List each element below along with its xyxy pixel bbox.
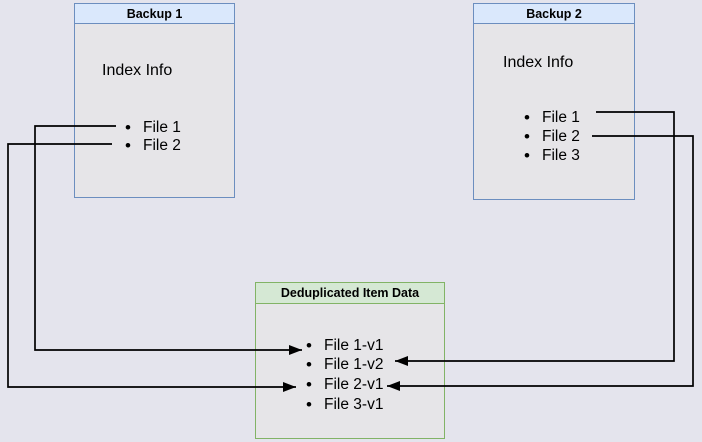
- file-label: File 1: [542, 109, 580, 126]
- file-label: File 3: [542, 147, 580, 164]
- backup1-subtitle: Index Info: [102, 62, 173, 79]
- list-item: • File 3-v1: [301, 395, 383, 414]
- list-item: • File 2: [120, 136, 181, 155]
- backup2-box: Backup 2 Index Info • File 1 • File 2 • …: [473, 3, 635, 200]
- bullet-icon: •: [125, 136, 131, 155]
- bullet-icon: •: [306, 336, 312, 355]
- backup1-title: Backup 1: [75, 4, 234, 24]
- list-item: • File 3: [519, 146, 580, 165]
- list-item: • File 1: [519, 108, 580, 127]
- file-label: File 2-v1: [324, 376, 384, 393]
- list-item: • File 1-v1: [301, 336, 383, 355]
- bullet-icon: •: [524, 127, 530, 146]
- bullet-icon: •: [524, 108, 530, 127]
- file-label: File 2: [143, 137, 181, 154]
- bullet-icon: •: [524, 146, 530, 165]
- bullet-icon: •: [306, 355, 312, 374]
- list-item: • File 1: [120, 118, 181, 137]
- dedup-title: Deduplicated Item Data: [256, 283, 444, 304]
- list-item: • File 1-v2: [301, 355, 383, 374]
- list-item: • File 2-v1: [301, 375, 383, 394]
- dedup-box: Deduplicated Item Data • File 1-v1 • Fil…: [255, 282, 445, 439]
- backup1-box: Backup 1 Index Info • File 1 • File 2: [74, 3, 235, 198]
- backup2-subtitle: Index Info: [503, 54, 574, 71]
- bullet-icon: •: [125, 118, 131, 137]
- list-item: • File 2: [519, 127, 580, 146]
- file-label: File 1: [143, 119, 181, 136]
- bullet-icon: •: [306, 395, 312, 414]
- file-label: File 2: [542, 128, 580, 145]
- file-label: File 1-v2: [324, 356, 384, 373]
- backup2-title: Backup 2: [474, 4, 634, 24]
- file-label: File 1-v1: [324, 337, 384, 354]
- bullet-icon: •: [306, 375, 312, 394]
- file-label: File 3-v1: [324, 396, 384, 413]
